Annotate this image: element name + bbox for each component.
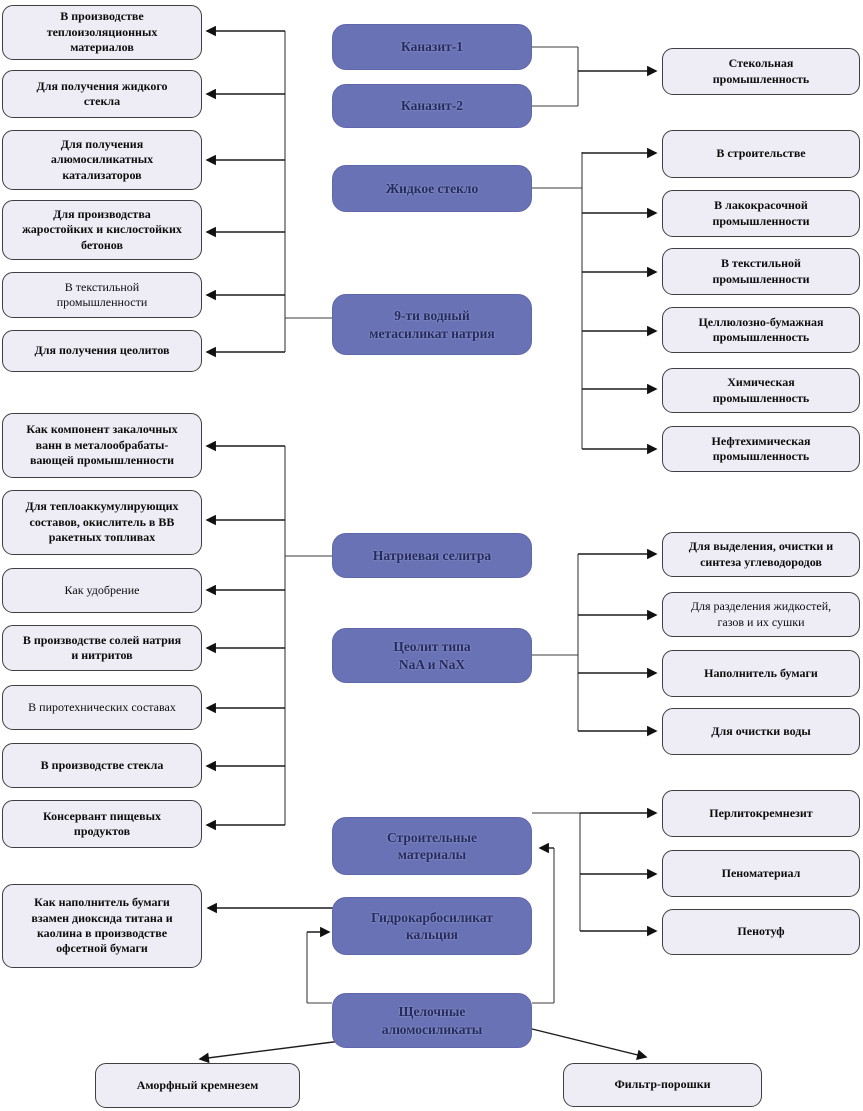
- node-khimicheskaya-promyshlennost: Химическая промышленность: [662, 368, 860, 413]
- node-poluchenie-zhidkogo-stekla: Для получения жидкого стекла: [2, 70, 202, 118]
- node-tekstilnaya-promyshlennost-right: В текстильной промышленности: [662, 248, 860, 295]
- node-tsellyulozno-bumazhnaya: Целлюлозно-бумажная промышленность: [662, 307, 860, 353]
- node-teploakkumuliruyushchie-sostavy: Для теплоаккумулирующих составов, окисли…: [2, 490, 202, 555]
- node-gidrokarbosilikat-kaltsiya: Гидрокарбосиликат кальция: [332, 897, 532, 955]
- node-penotuf: Пенотуф: [662, 909, 860, 955]
- node-zhidkoe-steklo: Жидкое стекло: [332, 165, 532, 212]
- node-tekstilnaya-promyshlennost-left: В текстильной промышленности: [2, 272, 202, 318]
- node-napolnitel-ofsetnoy-bumagi: Как наполнитель бумаги взамен диоксида т…: [2, 884, 202, 968]
- node-proizvodstvo-stekla: В производстве стекла: [2, 743, 202, 788]
- node-lakokrasochnaya-promyshlennost: В лакокрасочной промышленности: [662, 190, 860, 237]
- node-sintez-uglevodorodov: Для выделения, очистки и синтеза углевод…: [662, 532, 860, 577]
- node-tseolit-naa-nax: Цеолит типа NaA и NaX: [332, 628, 532, 683]
- node-shchelochnye-alyumosilikaty: Щелочные алюмосиликаты: [332, 993, 532, 1048]
- node-pirotekhnicheskie-sostavy: В пиротехнических составах: [2, 685, 202, 730]
- node-kanazit-1: Каназит-1: [332, 24, 532, 70]
- node-razdelenie-zhidkostey: Для разделения жидкостей, газов и их суш…: [662, 592, 860, 637]
- node-penomaterial: Пеноматериал: [662, 850, 860, 897]
- node-poluchenie-tseolitov: Для получения цеолитов: [2, 330, 202, 372]
- node-napolnitel-bumagi: Наполнитель бумаги: [662, 650, 860, 697]
- node-neftekhimicheskaya-promyshlennost: Нефтехимическая промышленность: [662, 426, 860, 472]
- node-metasilikat-natriya: 9-ти водный метасиликат натрия: [332, 294, 532, 355]
- node-perlitokremnezit: Перлитокремнезит: [662, 790, 860, 837]
- node-natrievaya-selitra: Натриевая селитра: [332, 533, 532, 578]
- node-stroitelnye-materialy: Строительные материалы: [332, 817, 532, 875]
- node-filtr-poroshki: Фильтр-порошки: [563, 1063, 762, 1107]
- node-stroitelstvo: В строительстве: [662, 130, 860, 178]
- node-kanazit-2: Каназит-2: [332, 84, 532, 128]
- node-udobrenie: Как удобрение: [2, 568, 202, 613]
- node-stekolnaya-promyshlennost: Стекольная промышленность: [662, 48, 860, 95]
- node-soli-natriya-nitrity: В производстве солей натрия и нитритов: [2, 625, 202, 671]
- node-zakalochnye-vanny: Как компонент закалочных ванн в металооб…: [2, 413, 202, 478]
- node-alyumosilikatnye-katalizatory: Для получения алюмосиликатных катализато…: [2, 130, 202, 190]
- node-zharostoykie-betony: Для производства жаростойких и кислостой…: [2, 200, 202, 260]
- node-teploizolyatsionnye-materialy: В производстве теплоизоляционных материа…: [2, 5, 202, 60]
- node-konservant-produktov: Консервант пищевых продуктов: [2, 800, 202, 848]
- node-ochistka-vody: Для очистки воды: [662, 708, 860, 755]
- node-amorfny-kremnezem: Аморфный кремнезем: [95, 1063, 300, 1108]
